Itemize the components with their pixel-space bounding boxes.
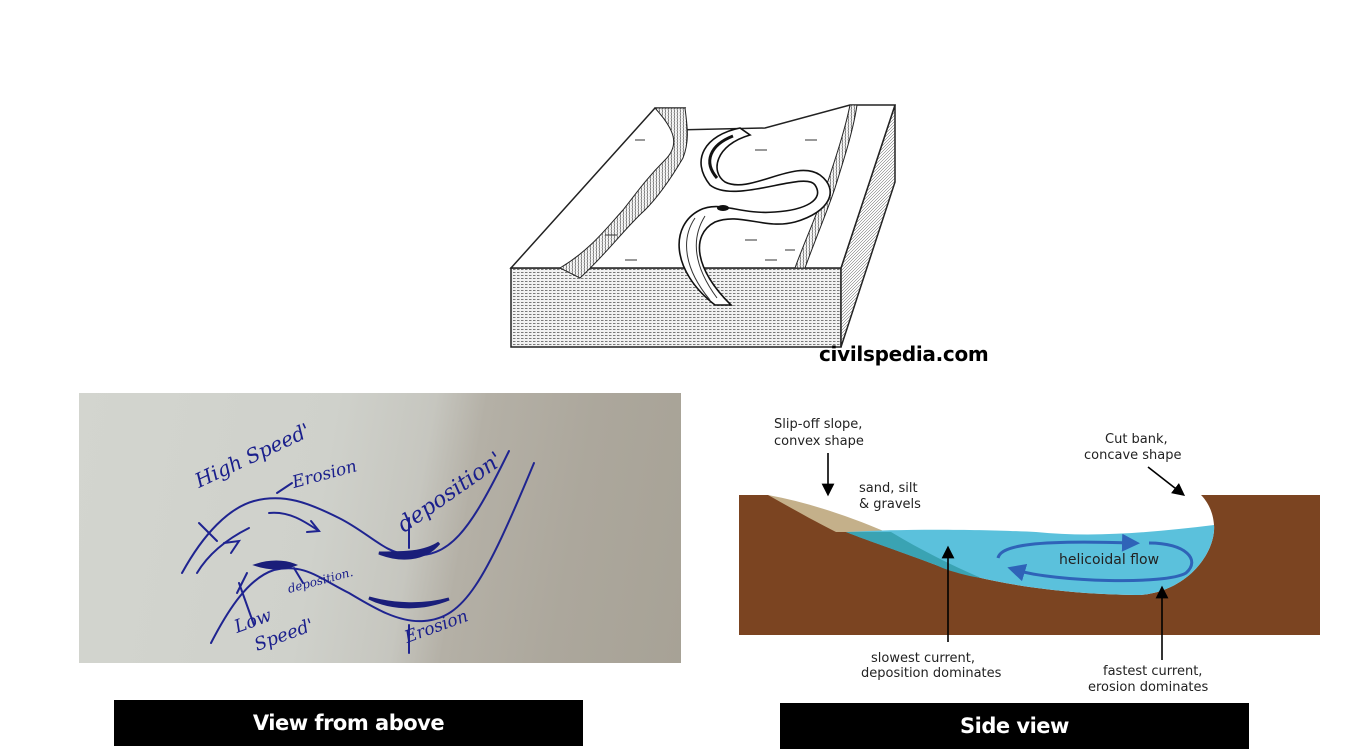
caption-side-view: Side view (780, 703, 1249, 749)
label-fastest-2: erosion dominates (1088, 680, 1209, 695)
watermark-text: civilspedia.com (819, 342, 989, 366)
side-view-cross-section: Slip-off slope, convex shape sand, silt … (736, 410, 1326, 695)
label-sand-1: sand, silt (859, 481, 918, 496)
label-fastest-1: fastest current, (1103, 664, 1202, 679)
label-erosion-bottom: Erosion (401, 606, 471, 648)
meander-block-diagram (505, 100, 905, 352)
label-cut-bank-1: Cut bank, (1105, 432, 1168, 447)
label-slowest-1: slowest current, (871, 651, 975, 666)
arrow-cut-bank (1147, 466, 1186, 496)
label-slowest-2: deposition dominates (861, 666, 1002, 681)
label-erosion-top: Erosion (289, 456, 359, 493)
label-slip-off-1: Slip-off slope, (774, 417, 862, 432)
label-cut-bank-2: concave shape (1084, 448, 1182, 463)
block-diagram-illustration (509, 104, 897, 348)
view-from-above-sketch: High Speed' Erosion deposition' depositi… (181, 418, 535, 656)
label-sand-2: & gravels (859, 497, 921, 512)
label-slip-off-2: convex shape (774, 434, 864, 449)
label-helicoidal-flow: helicoidal flow (1059, 552, 1159, 568)
cross-section-illustration: Slip-off slope, convex shape sand, silt … (739, 417, 1320, 695)
label-deposition-right: deposition' (393, 447, 507, 538)
hand-sketch-photo: High Speed' Erosion deposition' depositi… (79, 393, 681, 663)
caption-view-from-above: View from above (114, 700, 583, 746)
